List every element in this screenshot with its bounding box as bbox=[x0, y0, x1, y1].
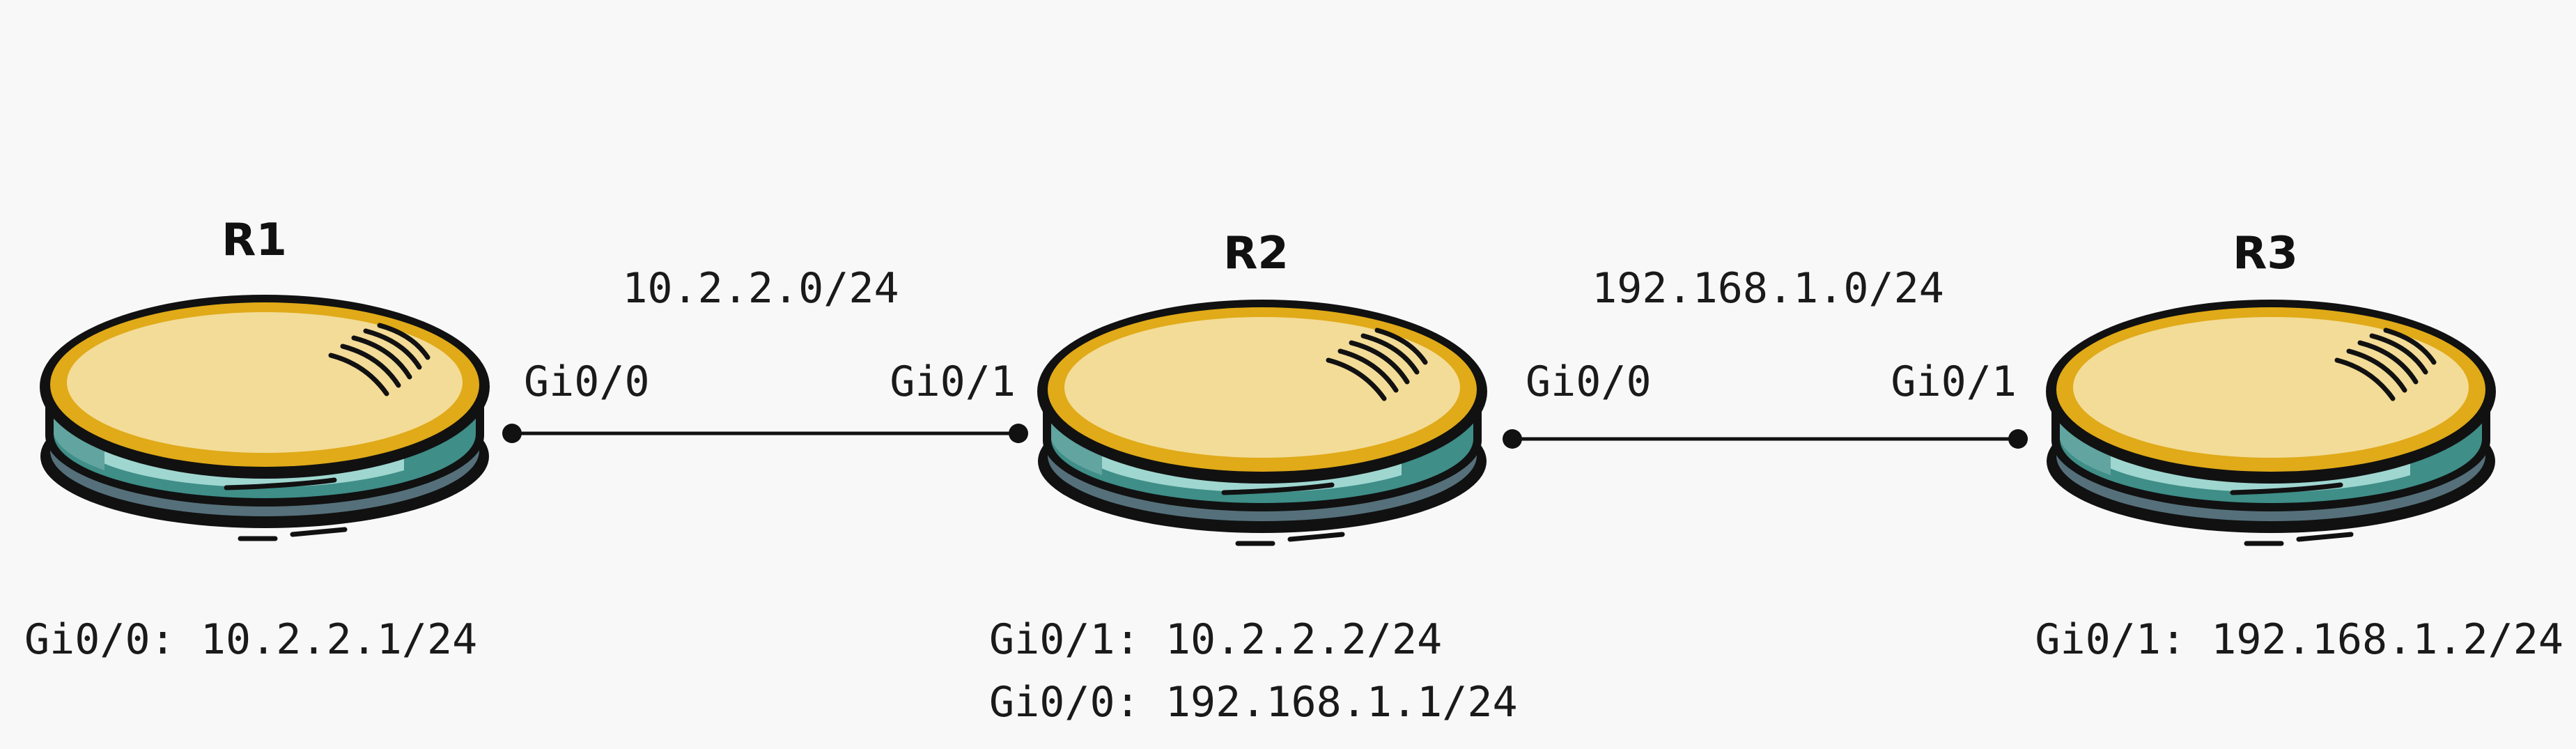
link-r1-r2: 10.2.2.0/24 Gi0/0 Gi0/1 bbox=[502, 264, 1028, 443]
router-icon bbox=[1037, 300, 1487, 543]
router-address: Gi0/0: 10.2.2.1/24 bbox=[24, 615, 477, 664]
router-address: Gi0/1: 192.168.1.2/24 bbox=[2035, 615, 2563, 664]
router-icon bbox=[40, 295, 490, 539]
link-endpoint-dot bbox=[502, 424, 522, 443]
link-subnet-label: 192.168.1.0/24 bbox=[1592, 264, 1944, 313]
router-name: R2 bbox=[1223, 228, 1289, 279]
link-endpoint-dot bbox=[2008, 429, 2028, 449]
router-r3: R3 Gi0/1: 192.168.1.2/24 bbox=[2035, 228, 2563, 664]
link-endpoint-dot bbox=[1503, 429, 1522, 449]
from-interface-label: Gi0/0 bbox=[524, 357, 650, 406]
router-address: Gi0/1: 10.2.2.2/24 bbox=[989, 615, 1442, 664]
to-interface-label: Gi0/1 bbox=[1891, 357, 2017, 406]
router-r1: R1 Gi0/0: 10.2.2.1/24 bbox=[24, 215, 490, 664]
link-endpoint-dot bbox=[1009, 424, 1028, 443]
router-address: Gi0/0: 192.168.1.1/24 bbox=[989, 678, 1518, 727]
router-icon bbox=[2046, 300, 2496, 543]
link-subnet-label: 10.2.2.0/24 bbox=[622, 264, 899, 313]
to-interface-label: Gi0/1 bbox=[890, 357, 1016, 406]
router-name: R3 bbox=[2233, 228, 2298, 279]
router-name: R1 bbox=[222, 215, 287, 266]
link-r2-r3: 192.168.1.0/24 Gi0/0 Gi0/1 bbox=[1503, 264, 2028, 449]
router-r2: R2 Gi0/1: 10.2.2.2/24 Gi0/0: 192.168.1.1… bbox=[989, 228, 1518, 727]
from-interface-label: Gi0/0 bbox=[1526, 357, 1652, 406]
